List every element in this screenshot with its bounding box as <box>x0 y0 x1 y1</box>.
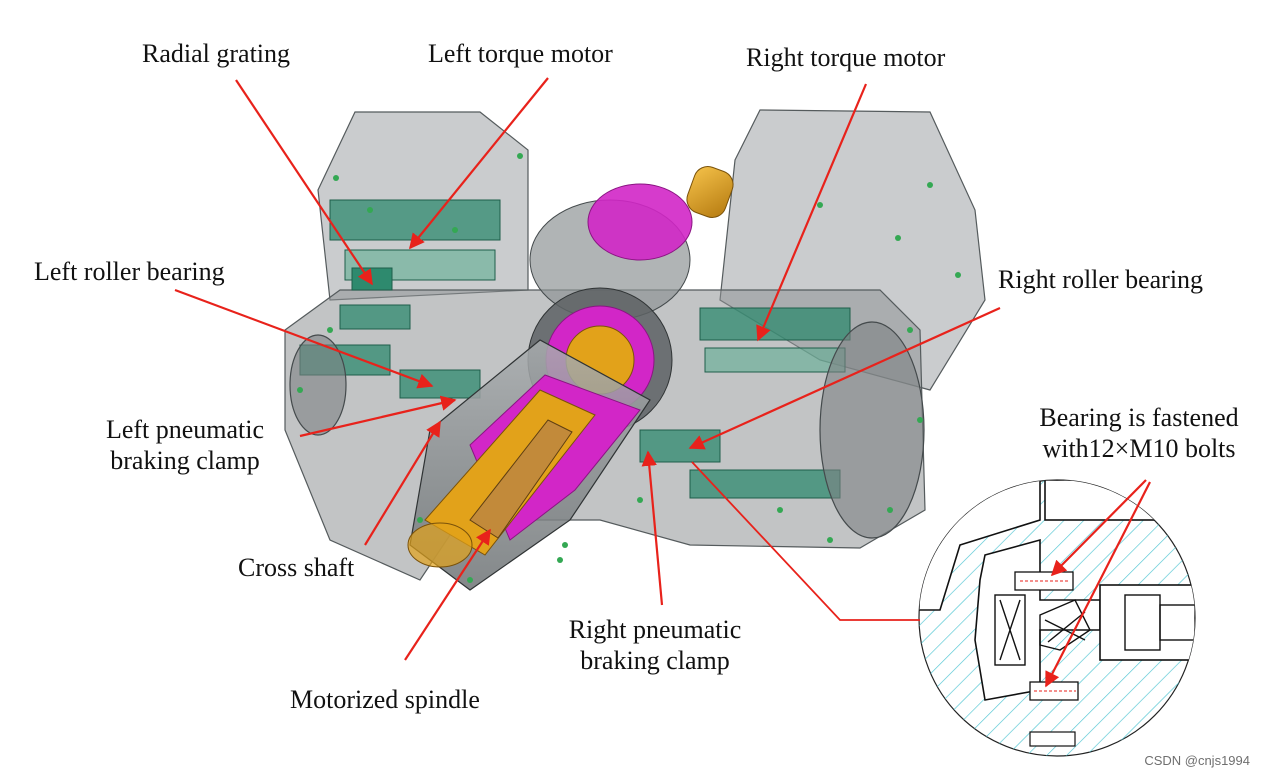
top-gold-cylinder <box>686 166 734 218</box>
arrow-left-torque-motor <box>409 77 549 250</box>
detail-roller-bearing <box>994 594 1195 666</box>
label-motorized-spindle: Motorized spindle <box>290 685 480 714</box>
leader-arrows <box>174 77 1151 688</box>
label-bearing-note-line1: Bearing is fastened <box>1039 403 1239 432</box>
right-lower-block <box>689 469 841 499</box>
detail-upper-bolt <box>1014 571 1074 591</box>
label-left-pneumatic-line2: braking clamp <box>110 446 260 475</box>
right-bearing-block <box>639 429 721 463</box>
top-disk-magenta <box>587 183 693 261</box>
left-grating-block <box>351 267 393 291</box>
left-clamp-block <box>399 369 481 399</box>
detail-callout-line <box>691 461 920 621</box>
right-end-disk <box>819 321 925 539</box>
label-right-torque-motor: Right torque motor <box>746 43 946 72</box>
label-radial-grating: Radial grating <box>142 39 291 68</box>
arrow-bolt-lower <box>1045 481 1151 688</box>
bearing-detail-inset <box>918 479 1196 757</box>
arrow-left-pneumatic <box>299 395 457 438</box>
machine-assembly <box>284 109 986 591</box>
left-lower-block <box>339 304 411 330</box>
arrow-radial-grating <box>235 79 373 286</box>
label-right-pneumatic-line1: Right pneumatic <box>568 615 742 644</box>
fastener-dots <box>297 153 961 583</box>
right-stator-plate <box>699 307 851 341</box>
label-bearing-note: Bearing is fastened with12×M10 bolts <box>1024 402 1254 464</box>
label-left-pneumatic-line1: Left pneumatic <box>105 415 265 444</box>
right-rotor-plate <box>704 347 846 373</box>
arrow-bolt-upper <box>1050 479 1147 577</box>
left-end-disk <box>289 334 347 436</box>
arrow-cross-shaft <box>364 420 441 546</box>
label-left-pneumatic-clamp: Left pneumatic braking clamp <box>90 414 280 476</box>
label-left-roller-bearing: Left roller bearing <box>34 257 225 286</box>
label-bearing-note-line2: with12×M10 bolts <box>1042 434 1236 463</box>
arrow-right-torque-motor <box>756 83 868 342</box>
watermark: CSDN @cnjs1994 <box>1144 753 1250 768</box>
label-left-torque-motor: Left torque motor <box>428 39 613 68</box>
detail-cavity-top <box>1044 480 1195 521</box>
arrow-left-roller-bearing <box>174 288 434 389</box>
label-right-pneumatic-clamp: Right pneumatic braking clamp <box>552 614 758 676</box>
left-stator-plate <box>329 199 501 241</box>
detail-cavity-right <box>1099 584 1195 661</box>
detail-bottom-bolt <box>1029 731 1076 747</box>
arrow-motorized-spindle <box>404 528 491 661</box>
label-right-roller-bearing: Right roller bearing <box>998 265 1204 294</box>
spindle-nose <box>407 522 473 568</box>
arrow-right-pneumatic <box>641 450 664 606</box>
label-right-pneumatic-line2: braking clamp <box>580 646 730 675</box>
arrow-right-roller-bearing <box>688 306 1001 450</box>
label-cross-shaft: Cross shaft <box>238 553 355 582</box>
